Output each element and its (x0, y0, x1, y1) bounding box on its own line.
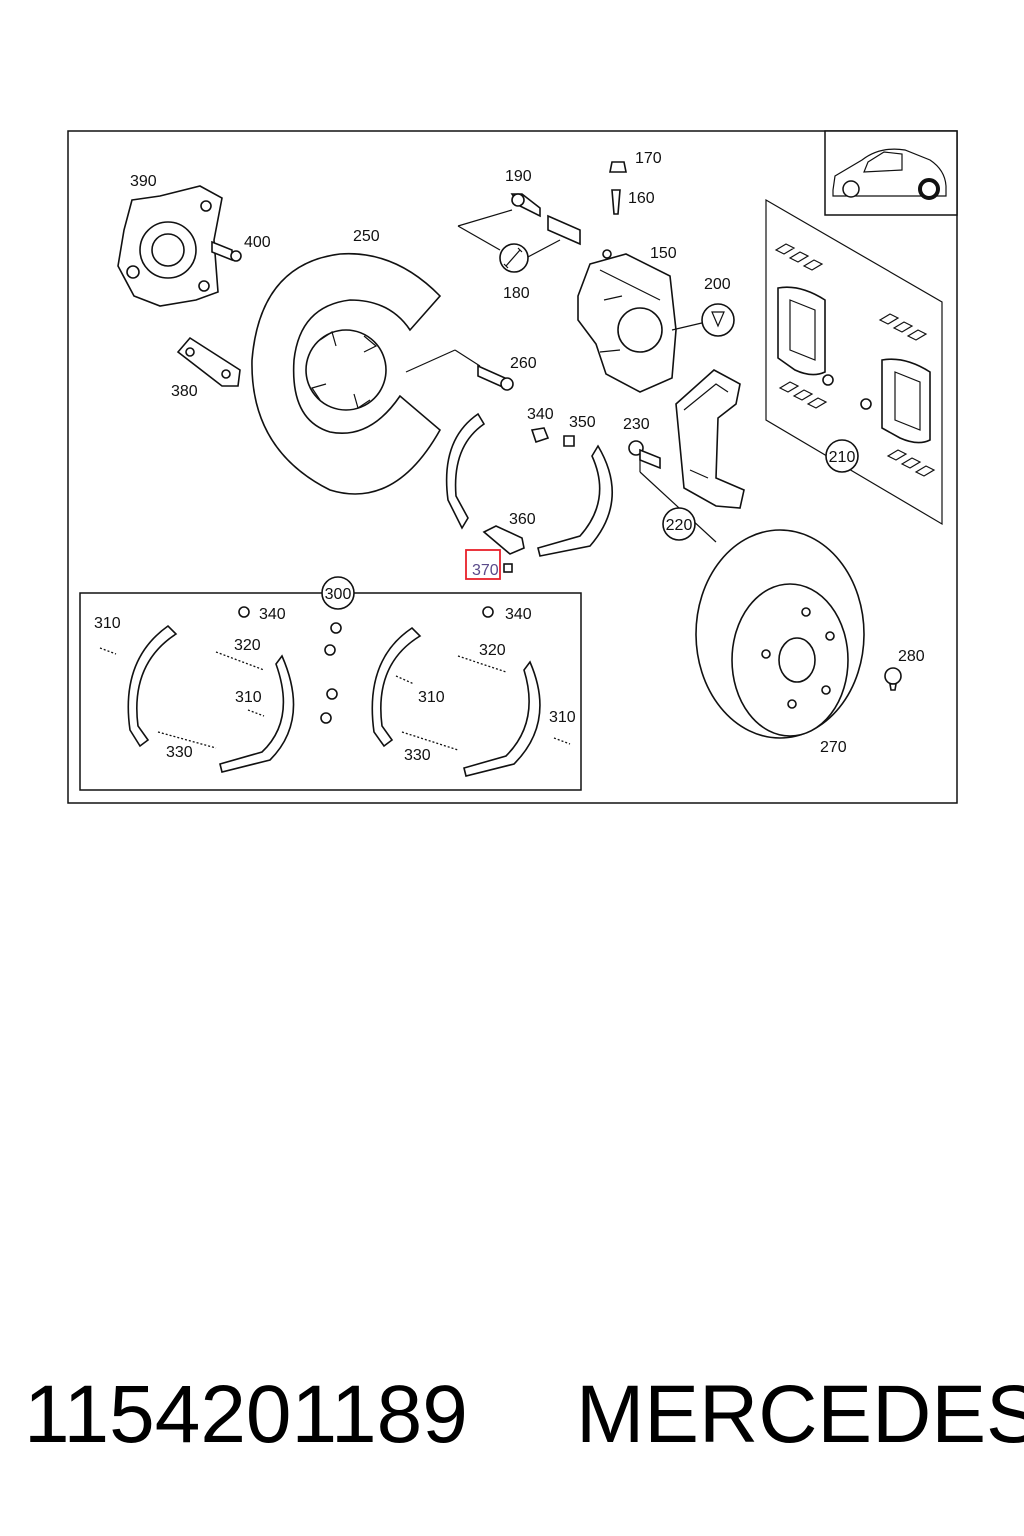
guide-sleeve-part (547, 214, 581, 246)
bolt-400 (211, 240, 242, 262)
circle-label-220: 220 (662, 507, 696, 541)
brake-disc-270 (695, 529, 865, 739)
spacer-350 (563, 435, 575, 447)
circle-label-210: 210 (825, 439, 859, 473)
dust-shield-250 (251, 252, 481, 495)
highlighted-part-370[interactable]: 370 (465, 549, 501, 580)
parking-brake-shoe-left (445, 412, 486, 530)
label-370: 370 (472, 562, 499, 579)
label-190: 190 (505, 168, 532, 185)
label-210: 210 (829, 449, 856, 466)
label-310-a: 310 (94, 615, 121, 632)
label-250: 250 (353, 228, 380, 245)
screw-280 (884, 667, 902, 691)
wrench-symbol-180 (457, 209, 561, 273)
label-150: 150 (650, 245, 677, 262)
label-350: 350 (569, 414, 596, 431)
bolt-190 (510, 193, 541, 218)
part-number: 1154201189 (24, 1369, 468, 1460)
nut-340 (530, 427, 550, 444)
label-270: 270 (820, 739, 847, 756)
brake-caliper-150 (577, 249, 707, 393)
label-310-c: 310 (418, 689, 445, 706)
label-330-a: 330 (166, 744, 193, 761)
label-220: 220 (666, 517, 693, 534)
brand-name: MERCEDES (576, 1369, 1024, 1460)
label-330-b: 330 (404, 747, 431, 764)
label-340-b: 340 (259, 606, 286, 623)
bleeder-screw-160 (611, 189, 621, 215)
label-340-c: 340 (505, 606, 532, 623)
part-370-pin (503, 563, 513, 573)
label-390: 390 (130, 173, 157, 190)
caption: 1154201189 MERCEDES (24, 1368, 1024, 1478)
label-310-b: 310 (235, 689, 262, 706)
adjuster-360 (482, 525, 525, 555)
repair-kit-symbol-200 (701, 303, 735, 337)
label-300: 300 (325, 586, 352, 603)
label-280: 280 (898, 648, 925, 665)
label-170: 170 (635, 150, 662, 167)
label-340: 340 (527, 406, 554, 423)
highlight-box (465, 549, 501, 580)
wheel-carrier-390 (117, 185, 223, 307)
label-260: 260 (510, 355, 537, 372)
label-380: 380 (171, 383, 198, 400)
label-320-b: 320 (479, 642, 506, 659)
label-230: 230 (623, 416, 650, 433)
bolt-230 (628, 440, 661, 470)
label-320-a: 320 (234, 637, 261, 654)
car-thumbnail-icon (824, 130, 958, 216)
label-400: 400 (244, 234, 271, 251)
circle-label-300: 300 (321, 576, 355, 610)
label-360: 360 (509, 511, 536, 528)
label-310-d: 310 (549, 709, 576, 726)
bracket-380 (176, 336, 241, 387)
brake-pad-set (765, 198, 943, 526)
label-200: 200 (704, 276, 731, 293)
label-180: 180 (503, 285, 530, 302)
label-160: 160 (628, 190, 655, 207)
parking-brake-shoe-right (537, 444, 614, 557)
brake-parts-diagram: 170 160 190 180 150 200 390 400 250 380 … (67, 130, 958, 804)
bleeder-cap-170 (609, 161, 627, 173)
bolt-260 (477, 364, 514, 391)
